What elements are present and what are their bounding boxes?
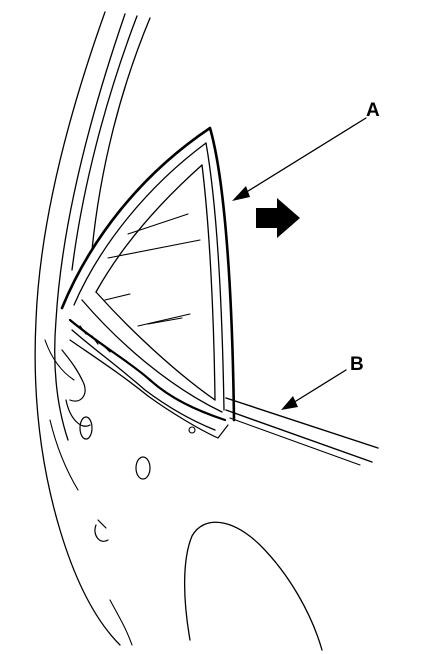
callout-a-arrowhead — [232, 186, 250, 201]
callout-b-arrowhead — [281, 396, 298, 410]
callout-a: A — [232, 100, 380, 201]
door-pillar-outline — [34, 11, 151, 646]
callout-b-label: B — [350, 354, 364, 375]
quarter-glass — [60, 126, 236, 439]
callout-a-label: A — [366, 100, 380, 121]
right-arrow-icon — [256, 198, 300, 238]
door-body-details — [61, 349, 323, 651]
callout-b: B — [281, 354, 364, 410]
belt-molding — [225, 397, 379, 466]
